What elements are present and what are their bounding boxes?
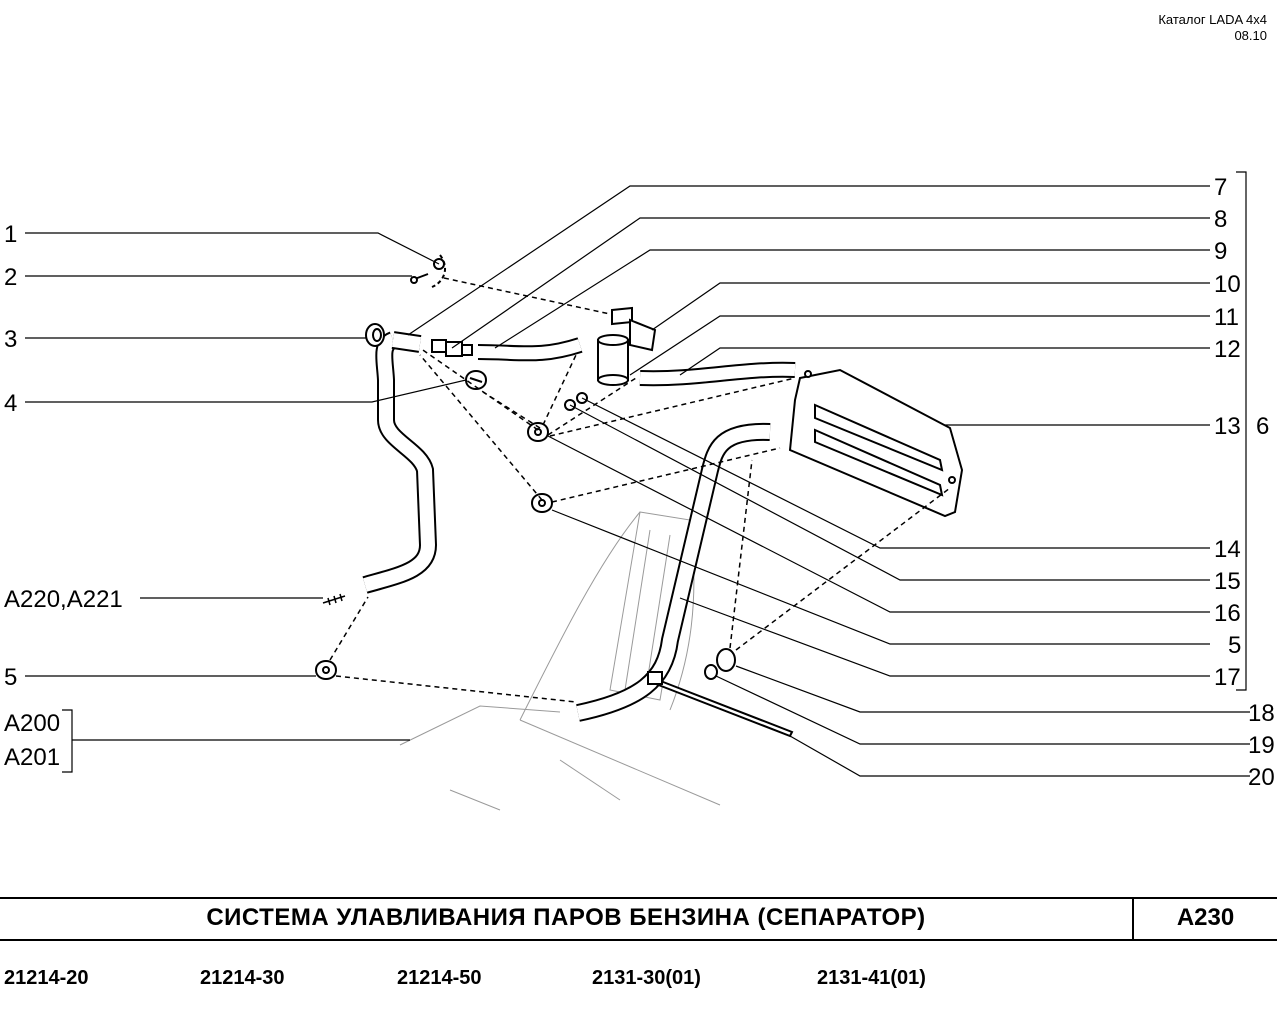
model-code: 2131-41(01): [817, 967, 926, 989]
vehicle-body-outline: [399, 511, 721, 811]
callout-a220-a221: A220,A221: [4, 586, 123, 613]
callout-20: 20: [1248, 764, 1275, 791]
section-code: А230: [1176, 904, 1235, 931]
clamp-part-16: [526, 422, 550, 442]
callout-15: 15: [1214, 568, 1241, 595]
callout-2: 2: [4, 264, 17, 291]
model-code: 21214-20: [4, 967, 89, 989]
callout-3: 3: [4, 326, 17, 353]
catalog-header: Каталог LADA 4x4 08.10: [1158, 12, 1267, 44]
leader-lines: [25, 171, 1250, 777]
valve-part-10: [597, 306, 657, 386]
callout-1: 1: [4, 221, 17, 248]
hose-part-12: [639, 361, 796, 387]
callout-5-left: 5: [4, 664, 17, 691]
small-parts: [410, 254, 588, 411]
callout-10: 10: [1214, 271, 1241, 298]
hose-left: [362, 331, 438, 594]
hose-part-17: [576, 422, 771, 722]
nut-part-18-19: [704, 648, 736, 680]
model-code: 21214-30: [200, 967, 285, 989]
callout-12: 12: [1214, 336, 1241, 363]
callout-13: 13: [1214, 413, 1241, 440]
callout-a200: A200: [4, 710, 60, 737]
callout-9: 9: [1214, 238, 1227, 265]
callout-11: 11: [1214, 304, 1239, 331]
parts-diagram: 1 2 3 4 A220,A221 5 A200 A201 7 8 9 10 1…: [4, 171, 1275, 811]
callout-5-right: 5: [1228, 632, 1241, 659]
connector-part-8: [431, 339, 473, 357]
callout-16: 16: [1214, 600, 1241, 627]
callout-8: 8: [1214, 206, 1227, 233]
cap-part-3: [365, 323, 385, 347]
callout-17: 17: [1214, 664, 1241, 691]
footer-bottom-rule: [0, 939, 1277, 941]
clamp-part-5-upper: [530, 493, 554, 513]
separator-part-13: [788, 368, 964, 518]
page-title: СИСТЕМА УЛАВЛИВАНИЯ ПАРОВ БЕНЗИНА (СЕПАР…: [206, 904, 926, 931]
callout-4: 4: [4, 390, 17, 417]
hose-part-9: [477, 337, 583, 362]
screw-a220: [322, 593, 346, 606]
callout-7: 7: [1214, 174, 1227, 201]
model-code: 21214-50: [397, 967, 482, 989]
catalog-name: Каталог LADA 4x4: [1158, 12, 1267, 27]
callout-19: 19: [1248, 732, 1275, 759]
callout-14: 14: [1214, 536, 1241, 563]
clamp-part-5-lower: [314, 660, 338, 680]
catalog-date: 08.10: [1234, 28, 1267, 43]
footer-top-rule: [0, 897, 1277, 899]
clamp-part-4: [464, 370, 488, 390]
tie-part-20: [647, 671, 794, 738]
model-code: 2131-30(01): [592, 967, 701, 989]
assembly-label-6: 6: [1256, 413, 1269, 440]
callout-a201: A201: [4, 744, 60, 771]
footer-separator: [1132, 898, 1134, 940]
callout-18: 18: [1248, 700, 1275, 727]
